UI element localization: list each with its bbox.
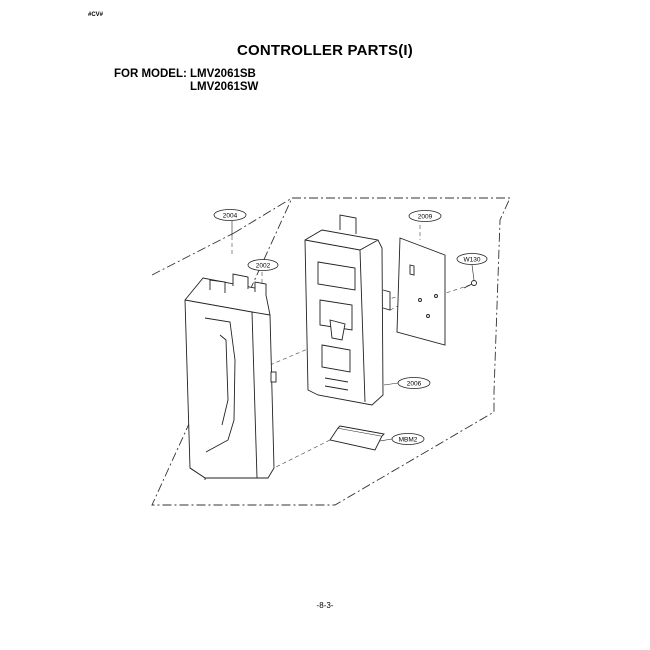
svg-text:2006: 2006 xyxy=(407,381,422,388)
assembly-boundary xyxy=(151,197,511,506)
svg-text:2009: 2009 xyxy=(418,214,433,221)
door-panel xyxy=(184,273,277,480)
svg-text:W130: W130 xyxy=(464,257,481,264)
page-number: -8-3- xyxy=(316,601,334,610)
corner-mark: #CV# xyxy=(88,12,104,18)
control-pcb xyxy=(396,237,446,346)
callout-2006: 2006 xyxy=(383,377,431,389)
callout-2009: 2009 xyxy=(408,210,442,222)
model-label: FOR MODEL: xyxy=(114,68,187,80)
callout-2004: 2004 xyxy=(213,209,247,236)
model-number-1: LMV2061SB xyxy=(190,68,256,80)
svg-text:2002: 2002 xyxy=(256,263,271,270)
svg-text:MBM2: MBM2 xyxy=(399,437,418,444)
screw xyxy=(463,280,477,289)
callout-mbm2: MBM2 xyxy=(379,433,425,445)
svg-text:2004: 2004 xyxy=(223,213,238,220)
callout-w130: W130 xyxy=(456,253,488,281)
membrane-switch xyxy=(329,425,385,451)
callout-2002: 2002 xyxy=(247,259,279,271)
control-frame xyxy=(304,214,391,406)
model-number-2: LMV2061SW xyxy=(190,81,259,93)
page-title: CONTROLLER PARTS(I) xyxy=(236,42,413,59)
